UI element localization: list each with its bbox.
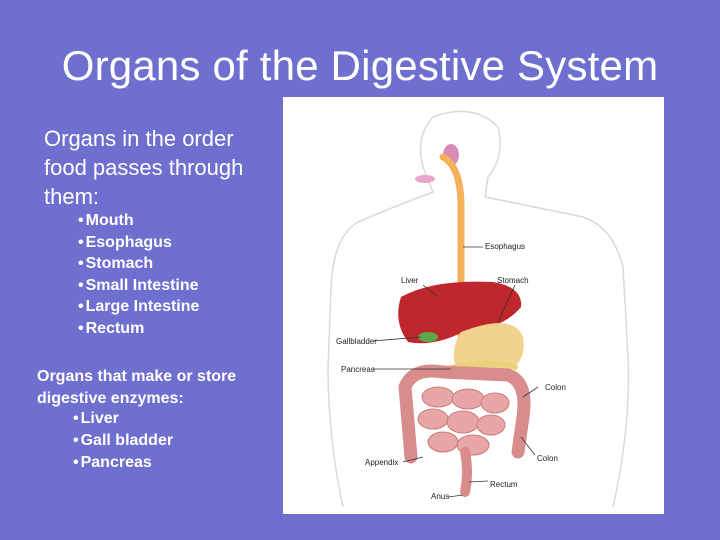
slide-title: Organs of the Digestive System — [61, 42, 659, 89]
body-outline — [327, 110, 630, 508]
label-leaders — [372, 246, 539, 498]
label-gallbladder: Gallbladder — [336, 337, 377, 346]
liver-shape — [398, 281, 522, 344]
label-liver: Liver — [401, 276, 419, 285]
gallbladder-shape — [418, 332, 438, 342]
list-item: Pancreas — [73, 452, 173, 474]
esophagus-shape — [439, 153, 465, 351]
list-item: Esophagus — [78, 232, 199, 254]
label-colon-upper: Colon — [545, 383, 566, 392]
digestive-system-diagram: Esophagus Liver Stomach Gallbladder Panc… — [283, 97, 664, 514]
list-item: Stomach — [78, 253, 199, 275]
label-anus: Anus — [431, 492, 449, 501]
label-esophagus: Esophagus — [485, 242, 525, 251]
enzyme-organ-list: Liver Gall bladder Pancreas — [73, 408, 173, 474]
small-intestine-shape — [417, 386, 510, 456]
label-appendix: Appendix — [365, 458, 398, 467]
label-colon-lower: Colon — [537, 454, 558, 463]
enzyme-heading: Organs that make or store digestive enzy… — [37, 368, 237, 407]
list-item: Rectum — [78, 318, 199, 340]
label-stomach: Stomach — [497, 276, 529, 285]
list-item: Mouth — [78, 210, 199, 232]
organ-order-list: Mouth Esophagus Stomach Small Intestine … — [78, 210, 200, 340]
list-item: Small Intestine — [78, 275, 199, 297]
list-item: Large Intestine — [78, 296, 200, 318]
label-rectum: Rectum — [490, 480, 518, 489]
rectum-shape — [460, 447, 472, 497]
large-intestine-shape — [398, 364, 531, 464]
label-pancreas: Pancreas — [341, 365, 375, 374]
list-item: Gall bladder — [73, 430, 173, 452]
list-item: Liver — [73, 408, 173, 430]
order-intro-text: Organs in the order food passes through … — [44, 126, 244, 209]
